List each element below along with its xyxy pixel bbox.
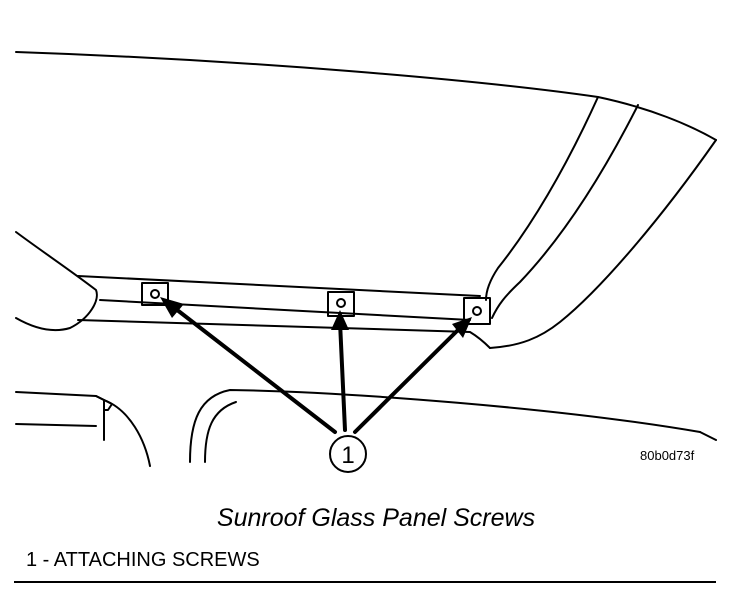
divider-line xyxy=(14,581,716,583)
arrow-right xyxy=(353,324,464,434)
arrowhead-right xyxy=(452,317,472,338)
front-rail-top xyxy=(77,275,481,297)
screw-left xyxy=(150,289,160,299)
glass-edge-inner xyxy=(485,96,599,301)
roof-outline xyxy=(15,51,717,141)
screw-right xyxy=(472,306,482,316)
door-frame-curve xyxy=(103,399,151,467)
figure-caption: Sunroof Glass Panel Screws xyxy=(216,504,536,532)
arrowhead-left xyxy=(160,297,184,318)
bracket-left xyxy=(141,282,169,306)
screw-center xyxy=(336,298,346,308)
glass-edge-outer xyxy=(489,139,717,349)
arrow-left xyxy=(170,304,337,434)
frame-corner xyxy=(699,431,717,441)
front-rail-bottom xyxy=(77,319,491,349)
sun-visor xyxy=(15,231,98,332)
callout-circle xyxy=(329,435,367,473)
bracket-right xyxy=(463,297,491,325)
arrowhead-center xyxy=(331,310,349,330)
arrow-center xyxy=(338,320,347,432)
door-frame-left-inner xyxy=(15,423,97,427)
front-rail-mid xyxy=(99,299,471,321)
callout-number: 1 xyxy=(341,442,354,469)
legend-item-1: 1 - ATTACHING SCREWS xyxy=(26,549,260,571)
glass-edge-mid xyxy=(491,104,639,319)
door-frame-left xyxy=(15,391,105,441)
sunroof-diagram: 1 xyxy=(15,51,717,473)
windshield-frame-inner xyxy=(204,401,237,463)
figure-reference-code: 80b0d73f xyxy=(640,448,695,463)
windshield-frame xyxy=(189,389,701,463)
